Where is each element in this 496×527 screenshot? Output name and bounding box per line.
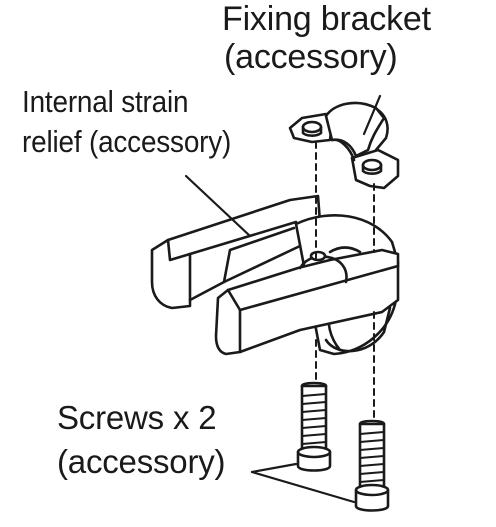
internal-strain-relief-label: Internal strain relief (accessory)	[22, 82, 231, 163]
screws-label: Screws x 2 (accessory)	[57, 396, 226, 484]
fixing-bracket-label-line-1: Fixing bracket	[222, 0, 431, 38]
internal-strain-relief	[150, 194, 400, 356]
screws-label-line-2: (accessory)	[57, 442, 226, 480]
screw-left	[296, 381, 332, 472]
screw-right	[354, 419, 390, 512]
fixing-bracket	[288, 101, 400, 190]
assembly-guide-lines	[315, 141, 375, 419]
internal-strain-relief-label-line-2: relief (accessory)	[22, 124, 232, 160]
fixing-bracket-label-line-2: (accessory)	[224, 38, 398, 77]
fixing-bracket-label: Fixing bracket (accessory)	[222, 0, 431, 76]
screws-label-line-1: Screws x 2	[57, 399, 217, 436]
internal-strain-relief-label-line-1: Internal strain	[22, 84, 189, 119]
leader-lines	[184, 94, 382, 504]
